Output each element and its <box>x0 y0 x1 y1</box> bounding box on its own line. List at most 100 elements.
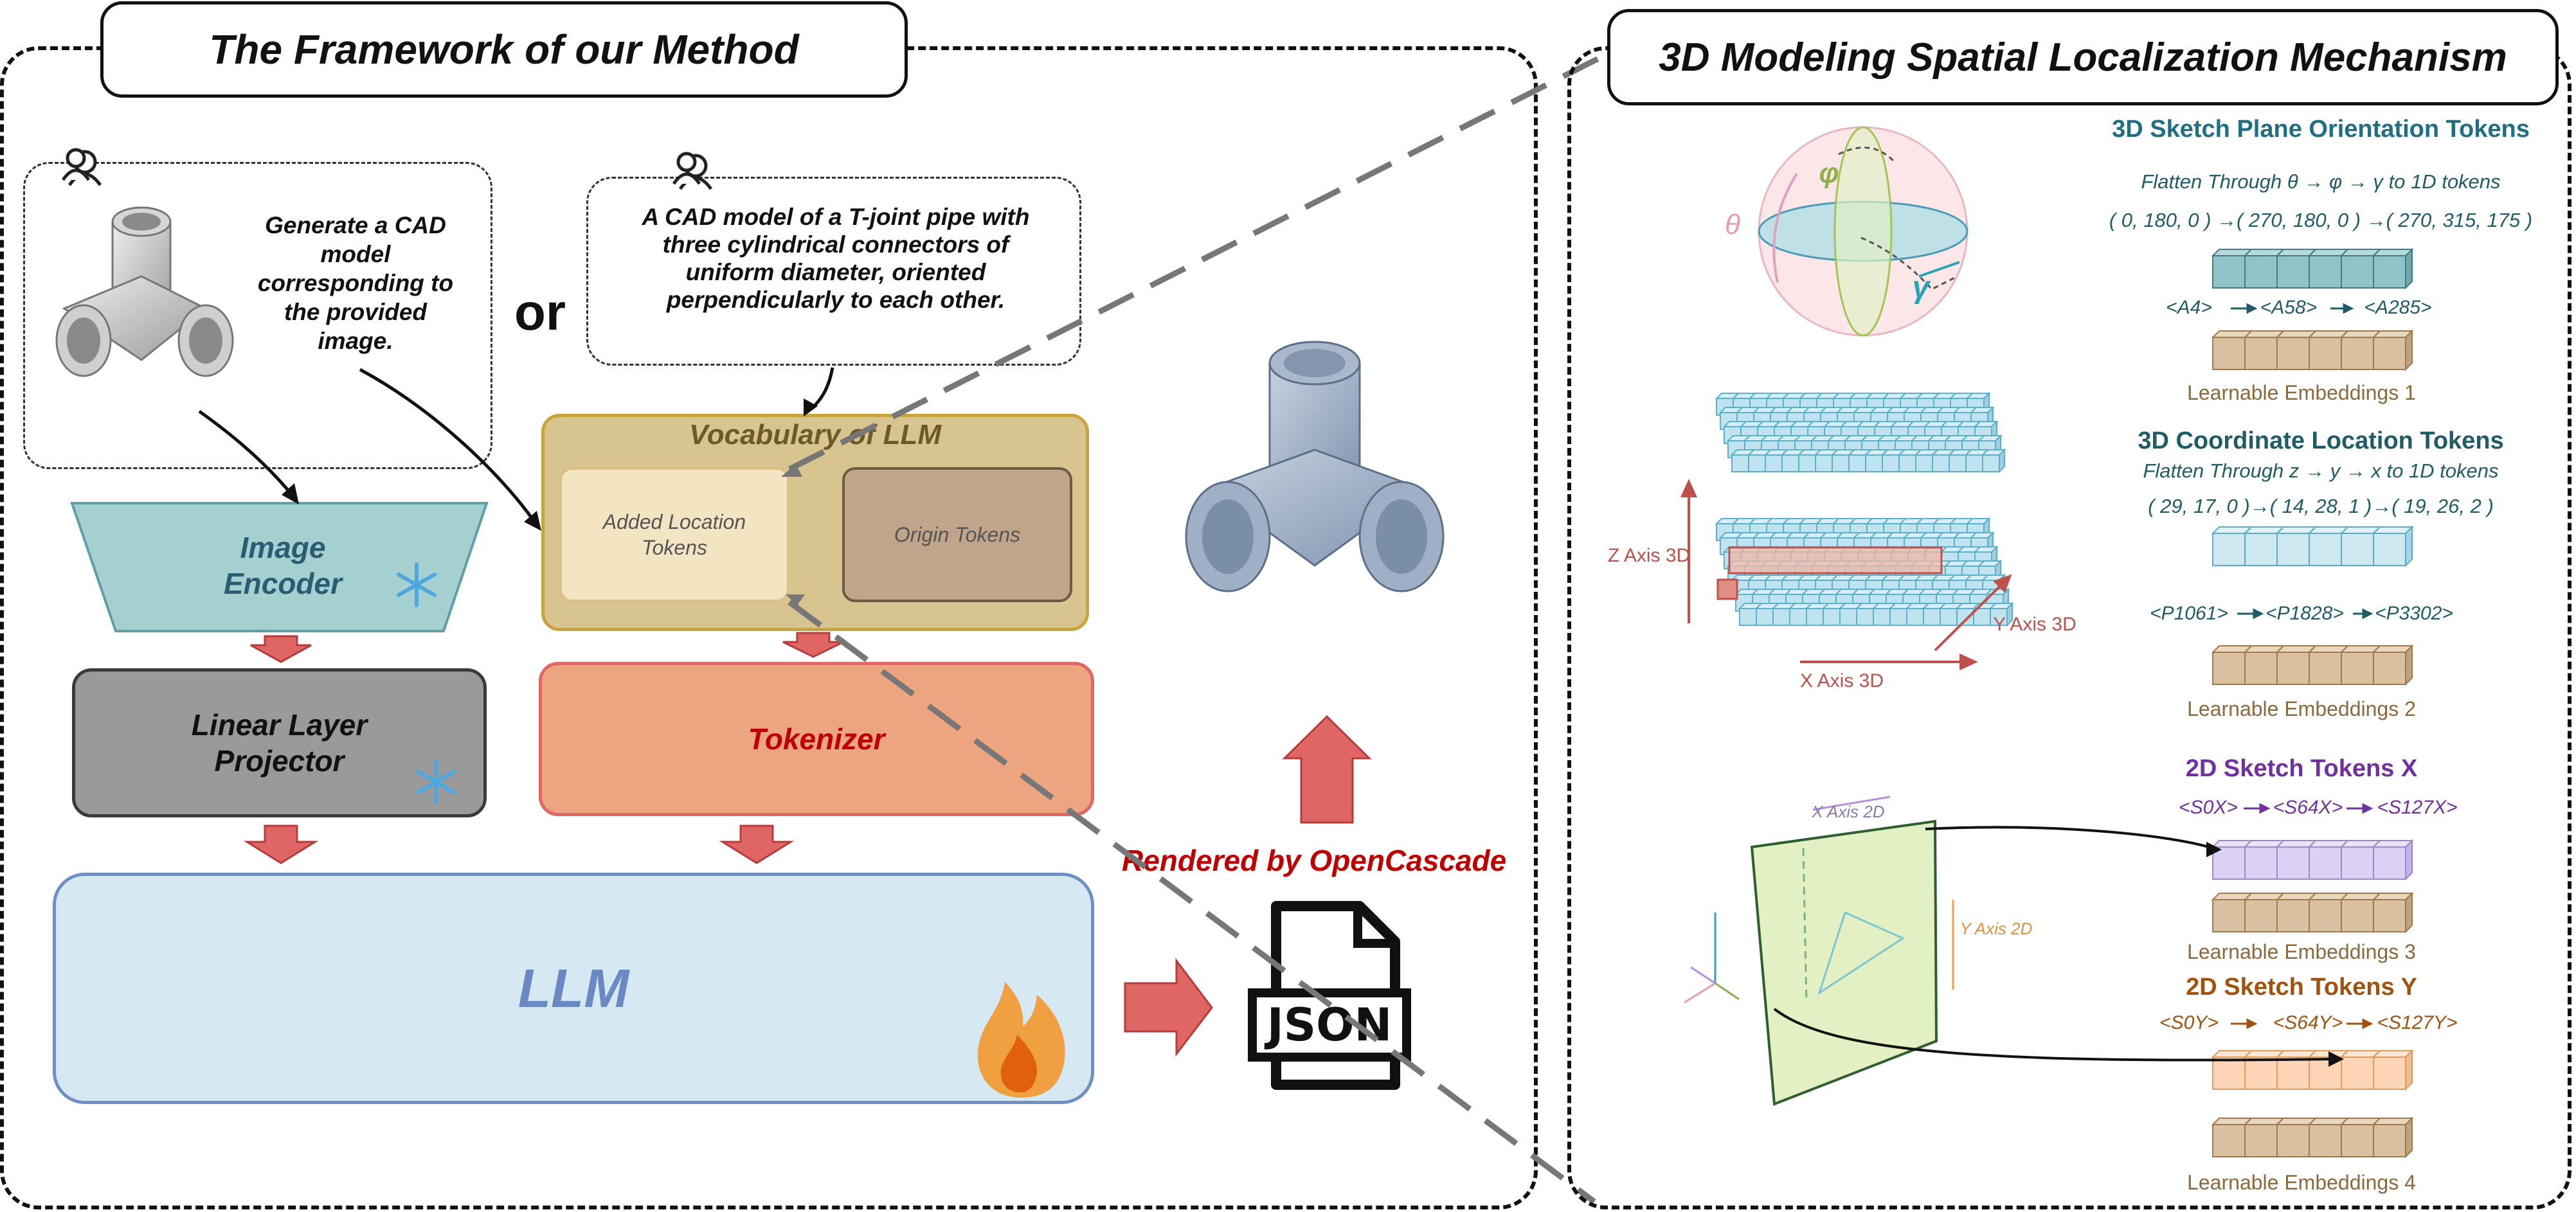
embedding-cube <box>2372 1116 2414 1159</box>
coordinate-token-cube <box>2372 525 2414 567</box>
orientation-flatten-text: Flatten Through θ → φ → γ to 1D tokens <box>2141 170 2501 193</box>
voxel-cube <box>1905 603 1931 626</box>
coordinate-tokens-title: 3D Coordinate Location Tokens <box>2138 427 2504 454</box>
voxel-cube <box>1780 449 1806 472</box>
sketch-y-token-cube <box>2243 1050 2285 1090</box>
framework-title: The Framework of our Method <box>100 1 908 98</box>
orientation-token-1: <A4> <box>2166 297 2212 318</box>
orientation-token-cube <box>2275 249 2318 289</box>
voxel-cube <box>1888 603 1914 626</box>
coordinate-flatten-text: Flatten Through z → y → x to 1D tokens <box>2143 459 2499 482</box>
added-location-tokens: Added Location Tokens <box>559 467 789 602</box>
text-prompt-text: A CAD model of a T-joint pipe with three… <box>642 204 1030 313</box>
embedding-cube <box>2307 330 2350 370</box>
phi-symbol: φ <box>1819 157 1839 189</box>
embedding-cube <box>2307 1118 2350 1157</box>
image-prompt-text: Generate a CAD model corresponding to th… <box>257 212 454 354</box>
voxel-cube <box>1938 603 1964 626</box>
embeddings-1-label: Learnable Embeddings 1 <box>2187 381 2416 404</box>
tokenizer: Tokenizer <box>539 662 1094 816</box>
embeddings-3-label: Learnable Embeddings 3 <box>2187 940 2416 963</box>
embedding-cube <box>2211 645 2253 685</box>
voxel-cube <box>1922 603 1947 626</box>
theta-symbol: θ <box>1725 209 1740 240</box>
embedding-cube <box>2211 330 2253 370</box>
coordinate-token-1: <P1061> <box>2150 603 2228 624</box>
sketch-y-token-3: <S127Y> <box>2377 1012 2458 1033</box>
sketch-tokens-y-title: 2D Sketch Tokens Y <box>2186 974 2417 1001</box>
embedding-cube <box>2211 1118 2253 1157</box>
sketch-x-token-cube <box>2339 840 2382 880</box>
coordinate-token-cube <box>2307 526 2350 566</box>
sketch-x-token-2: <S64X> <box>2273 797 2343 818</box>
sketch-y-token-cube <box>2211 1050 2253 1090</box>
coordinate-token-cube <box>2275 526 2318 566</box>
image-prompt-box <box>23 162 492 469</box>
json-label: JSON <box>1266 999 1392 1051</box>
voxel-cube <box>1947 449 1973 472</box>
sketch-tokens-x-title: 2D Sketch Tokens X <box>2185 755 2418 782</box>
rendered-label: Rendered by OpenCascade <box>1122 844 1507 877</box>
vocabulary-title: Vocabulary of LLM <box>689 419 941 450</box>
coordinate-sequence: ( 29, 17, 0 )→( 14, 28, 1 )→( 19, 26, 2 … <box>2148 495 2494 517</box>
x-axis-2d-label: X Axis 2D <box>1812 802 1885 821</box>
z-axis-3d-label: Z Axis 3D <box>1607 545 1691 566</box>
embedding-cube <box>2275 645 2318 685</box>
coordinate-token-cube <box>2243 526 2285 566</box>
y-axis-2d-label: Y Axis 2D <box>1959 919 2033 938</box>
y-axis-3d-label: Y Axis 3D <box>1993 614 2076 635</box>
highlighted-voxel <box>1716 578 1738 600</box>
orientation-tokens-title: 3D Sketch Plane Orientation Tokens <box>2112 116 2530 143</box>
localization-title: 3D Modeling Spatial Localization Mechani… <box>1607 9 2559 105</box>
sketch-y-token-cube <box>2372 1049 2414 1091</box>
voxel-cube <box>1805 603 1830 626</box>
voxel-cube <box>1988 602 2014 627</box>
voxel-cube <box>1871 603 1897 626</box>
voxel-cube <box>1821 603 1847 626</box>
embedding-cube <box>2372 644 2414 686</box>
origin-tokens: Origin Tokens <box>842 467 1072 602</box>
embedding-cube <box>2275 893 2318 932</box>
sketch-x-token-cube <box>2243 840 2285 880</box>
orientation-token-2: <A58> <box>2260 297 2318 318</box>
voxel-cube <box>1830 449 1856 472</box>
voxel-cube <box>1981 448 2006 474</box>
coordinate-token-3: <P3302> <box>2375 603 2453 624</box>
orientation-sequence: ( 0, 180, 0 ) →( 270, 180, 0 ) →( 270, 3… <box>2109 209 2533 231</box>
text-prompt-box <box>586 177 1081 366</box>
embeddings-2-label: Learnable Embeddings 2 <box>2187 697 2416 720</box>
voxel-cube <box>1897 449 1923 472</box>
voxel-cube <box>1880 449 1906 472</box>
voxel-cube <box>1754 603 1780 626</box>
x-axis-3d-label: X Axis 3D <box>1799 670 1884 691</box>
coordinate-token-cube <box>2211 526 2253 566</box>
highlighted-voxel-row <box>1728 546 1943 575</box>
sketch-x-token-cube <box>2275 840 2318 880</box>
sketch-x-token-3: <S127X> <box>2377 797 2458 818</box>
or-label: or <box>514 283 566 341</box>
voxel-cube <box>1730 449 1756 472</box>
embedding-cube <box>2372 329 2414 371</box>
llm-block: LLM <box>53 873 1094 1104</box>
coordinate-token-2: <P1828> <box>2265 603 2344 624</box>
orientation-token-cube <box>2211 249 2253 289</box>
sketch-x-token-cube <box>2372 839 2414 881</box>
embedding-cube <box>2243 1118 2285 1157</box>
voxel-cube <box>1747 449 1772 472</box>
gamma-symbol: γ <box>1912 271 1930 305</box>
orientation-token-cube <box>2372 247 2414 290</box>
